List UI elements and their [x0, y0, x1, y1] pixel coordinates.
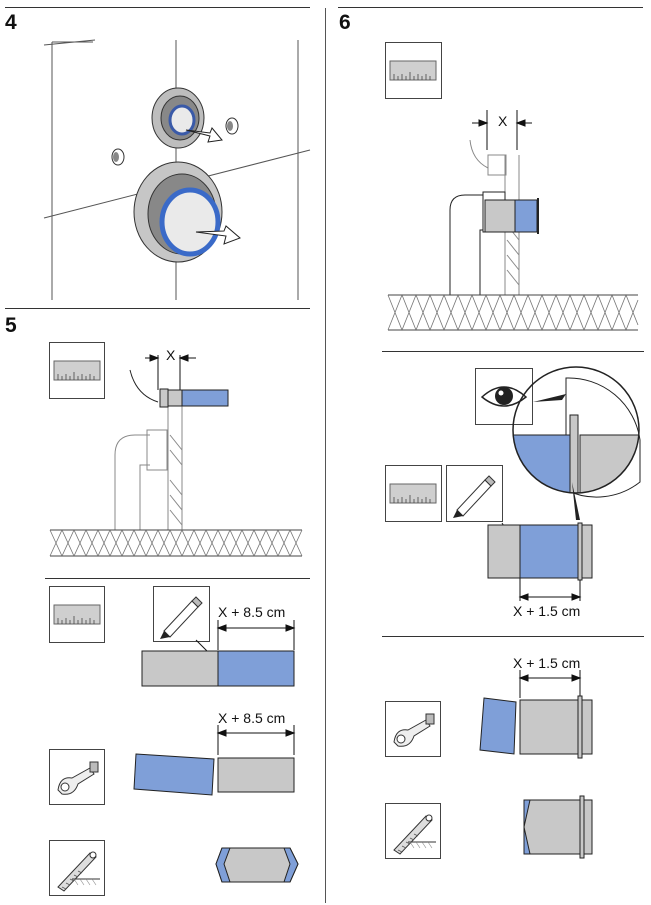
- step-6b-magnifier-detail: [512, 366, 641, 520]
- ruler-icon: [389, 60, 437, 81]
- step-6-sub-rule-1: [382, 351, 644, 352]
- file-icon: [393, 814, 436, 855]
- eye-icon: [480, 386, 528, 407]
- step-6-sub-rule-2: [382, 636, 644, 637]
- file-icon: [57, 851, 100, 892]
- step-6-x-label: X: [498, 113, 508, 129]
- step-5b-cut-mark-diagram: [141, 620, 296, 687]
- step-6-measure-diagram: [387, 110, 639, 332]
- pipe-cutter-icon: [57, 761, 99, 795]
- step-number-5: 5: [5, 314, 17, 337]
- step-4-wall-illustration: [43, 39, 311, 300]
- step-5-top-rule: [5, 308, 310, 309]
- step-5b-pencil-icon-box: [153, 586, 210, 642]
- step-number-6: 6: [339, 11, 351, 34]
- step-5d-deburred-pipe: [215, 847, 299, 883]
- step-6c-dimension-label: X + 1.5 cm: [513, 655, 581, 671]
- ruler-icon: [53, 604, 101, 625]
- step-5-sub-rule: [45, 578, 310, 579]
- step-5b-ruler-icon-box: [49, 586, 105, 643]
- step-6b-pencil-icon-box: [446, 465, 503, 522]
- step-6-ruler-icon-box: [385, 42, 442, 99]
- step-5c-cut-pieces-diagram: [133, 725, 296, 796]
- step-6d-file-icon-box: [385, 803, 441, 859]
- step-6-top-rule: [338, 7, 643, 8]
- step-6c-pipe-cutter-icon-box: [385, 701, 441, 757]
- step-4-top-rule: [5, 7, 310, 8]
- step-5c-pipe-cutter-icon-box: [49, 749, 105, 805]
- step-number-4: 4: [5, 11, 17, 34]
- step-6b-ruler-icon-box: [385, 465, 442, 522]
- step-5d-file-icon-box: [49, 840, 105, 896]
- pencil-icon: [160, 596, 203, 639]
- step-5b-dimension-label: X + 8.5 cm: [218, 604, 286, 620]
- step-6d-deburred-pipe: [523, 795, 593, 859]
- pencil-icon: [453, 475, 496, 518]
- step-6b-dimension-label: X + 1.5 cm: [513, 603, 581, 619]
- pipe-cutter-icon: [393, 713, 435, 747]
- step-6c-cut-diagram: [479, 670, 593, 759]
- ruler-icon: [389, 483, 437, 504]
- center-divider: [325, 8, 326, 903]
- step-5-measure-diagram: [49, 354, 303, 557]
- ruler-icon: [53, 360, 101, 381]
- step-6b-mark-diagram: [487, 522, 593, 601]
- step-5c-dimension-label: X + 8.5 cm: [218, 710, 286, 726]
- step-5-ruler-icon-box: [49, 342, 105, 399]
- step-5-x-label: X: [166, 347, 176, 363]
